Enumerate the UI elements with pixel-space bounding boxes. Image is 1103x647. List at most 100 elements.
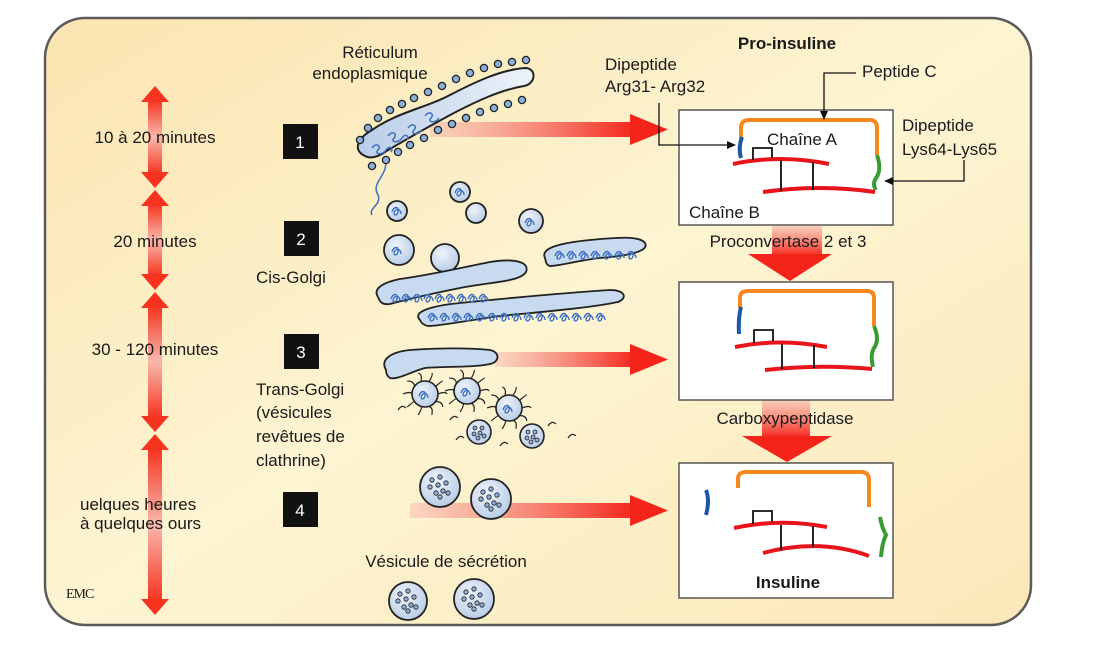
insulin-granule-dot [494,492,500,498]
insulin-granule-dot [397,591,403,597]
clathrin-coated-vesicle [486,386,532,430]
ribosome [489,103,499,113]
arrow-head-up [141,86,169,102]
timeline-label-3: 30 - 120 minutes [92,340,219,359]
cis-golgi-label: Cis-Golgi [256,268,326,287]
organelle-labels: Réticulum endoplasmique Cis-Golgi Trans-… [256,43,527,571]
protein-squiggle [401,293,412,303]
arrow-trans-golgi-to-panel [495,344,668,375]
protein-squiggle [451,312,462,322]
clathrin-fragment [567,433,577,439]
insulin-granule-dot [478,496,484,502]
ribosome [405,140,415,150]
enzyme-carboxypeptidase-label: Carboxypeptidase [716,409,853,428]
secretory-granule [419,466,461,508]
insulin-granule-dot [496,502,502,508]
protein-squiggle [614,250,625,260]
dipeptide-lys-label-line1: Dipeptide [902,116,974,135]
insulin-granule-dot [408,602,414,608]
er-label-line1: Réticulum [342,43,418,62]
arrow-head-up [141,292,169,308]
insulin-granule-dot [471,606,477,612]
trans-golgi-label-line3: revêtues de [256,427,345,446]
secretion-vesicle-label: Vésicule de sécrétion [365,552,527,571]
arrow-head-up [141,190,169,206]
enzyme-proconvertase-label: Proconvertase 2 et 3 [710,232,867,251]
ribosome [419,133,429,143]
clathrin-fragment [499,441,509,447]
dipeptide-arg-segment [737,136,744,159]
immature-granule [466,419,492,445]
arrow-proconvertase [748,226,832,281]
insulin-granule-dot [488,506,494,512]
proinsulin-box [678,109,894,226]
clathrin-coated-vesicle [402,372,448,416]
protein-squiggle [478,293,489,303]
ribosome [479,63,489,73]
insulin-chain-a [733,520,828,530]
step-3-marker: 3 [284,334,319,369]
free-dipeptide-lys [878,516,889,558]
clathrin-fragment [397,405,407,411]
protein-squiggle [511,312,522,322]
clathrin-fragment [449,415,459,421]
protein-squiggle [427,312,438,322]
protein-squiggle [434,293,445,303]
protein-squiggle [412,293,423,303]
disulfide-intra-a [752,147,773,160]
insulin-granule-dot [479,602,485,608]
insulin-granule-dot [427,484,433,490]
proinsulin-molecule [732,118,882,194]
ribosome [465,68,475,78]
dipeptide-lys-segment [872,154,882,192]
insulin-granule-dot [474,600,480,606]
ribosome [355,135,365,145]
timeline-arrows [141,86,169,615]
step-3-number: 3 [296,343,305,362]
ribosome [381,155,391,165]
secretory-granule [388,581,428,621]
immature-granule [519,423,545,449]
ribosome [363,123,373,133]
dipeptide-arg-label-line2: Arg31- Arg32 [605,77,705,96]
protein-squiggle [467,293,478,303]
cleaved-proinsulin-molecule [734,289,879,372]
free-dipeptide-arg [704,489,710,516]
dipeptide-lys-label-line2: Lys64-Lys65 [902,140,997,159]
trans-golgi-label-line1: Trans-Golgi [256,380,344,399]
insulin-granule-dot [405,588,411,594]
arrow-head-down [141,274,169,290]
insulin-granule-dot [405,608,411,614]
callout-peptide-c [823,72,856,112]
ribosome [409,93,419,103]
insulin-granule-dot [445,490,451,496]
protein-squiggle [439,312,450,322]
protein-squiggle [559,312,570,322]
protein-squiggle [487,312,498,322]
dipeptide-arg-label-line1: Dipeptide [605,55,677,74]
clathrin-fragment [547,421,557,427]
insulin-granule-dot [401,604,407,610]
ribosome [385,105,395,115]
step-1-number: 1 [295,133,304,152]
insulin-box [678,462,894,599]
ribosome [503,99,513,109]
timeline-arrow-1 [141,86,169,188]
timeline-label-2: 20 minutes [113,232,196,251]
protein-squiggle [391,246,402,256]
insulin-granule-dot [433,490,439,496]
protein-squiggle [463,312,474,322]
trans-golgi [383,347,577,449]
insulin-granule-dot [435,482,441,488]
insulin-granule-dot [484,502,490,508]
clathrin-fragment [455,435,465,441]
insulin-granule-dot [437,494,443,500]
free-peptide-c [736,470,871,507]
insulin-chain-b [762,544,870,558]
step-markers: 1 2 3 4 [283,124,319,527]
protein-squiggle [583,312,594,322]
ribosome [367,161,377,171]
insulin-granule-dot [488,486,494,492]
chain-a-label: Chaîne A [767,130,838,149]
